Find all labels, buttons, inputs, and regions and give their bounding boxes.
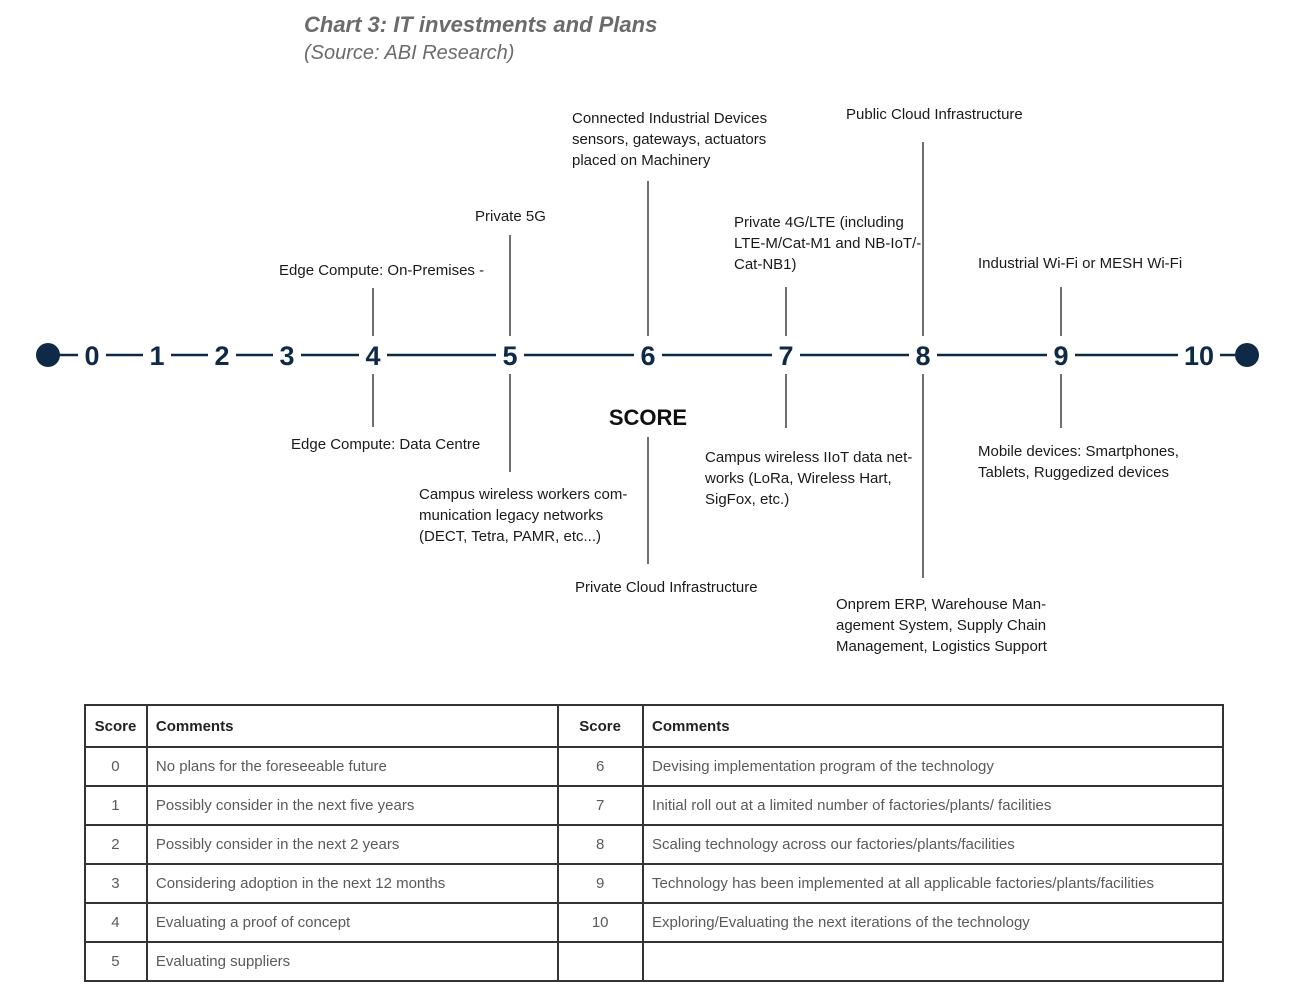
score-cell: 8: [557, 824, 645, 865]
table-row: 4 Evaluating a proof of concept 10 Explo…: [84, 902, 1224, 943]
annotation-label: Mobile devices: Smartphones, Tablets, Rug…: [978, 443, 1179, 481]
axis-label: SCORE: [609, 405, 687, 430]
annotation-label: Public Cloud Infrastructure: [846, 106, 1023, 123]
annotation-label: Edge Compute: Data Centre: [291, 436, 480, 453]
table-row: 5 Evaluating suppliers: [84, 941, 1224, 982]
score-legend-table: Score Comments Score Comments 0 No plans…: [84, 704, 1224, 982]
annotation-line: Edge Compute: On-Premises -: [279, 262, 484, 279]
score-cell: 1: [84, 785, 148, 826]
tick-label: 7: [778, 341, 793, 371]
annotation-label: Connected Industrial Devices sensors, gat…: [572, 110, 767, 169]
annotation-line: placed on Machinery: [572, 152, 711, 169]
axis-start-dot: [36, 343, 60, 367]
annotation-line: Management, Logistics Support: [836, 638, 1048, 655]
annotation-line: works (LoRa, Wireless Hart,: [704, 470, 892, 487]
annotation-line: Campus wireless IIoT data net-: [705, 449, 912, 466]
annotation-label: Industrial Wi-Fi or MESH Wi-Fi: [978, 255, 1182, 272]
score-cell: 5: [84, 941, 148, 982]
tick-label: 10: [1184, 341, 1214, 371]
chart-title: Chart 3: IT investments and Plans: [304, 12, 658, 37]
tick-label: 9: [1053, 341, 1068, 371]
table-row: 1 Possibly consider in the next five yea…: [84, 785, 1224, 826]
table-row: 2 Possibly consider in the next 2 years …: [84, 824, 1224, 865]
annotation-line: munication legacy networks: [419, 507, 603, 524]
header-score-right: Score: [557, 704, 645, 748]
chart-subtitle: (Source: ABI Research): [304, 42, 515, 64]
annotation-line: Industrial Wi-Fi or MESH Wi-Fi: [978, 255, 1182, 272]
annotation-line: Private Cloud Infrastructure: [575, 579, 758, 596]
score-cell: 0: [84, 746, 148, 787]
table-row: 3 Considering adoption in the next 12 mo…: [84, 863, 1224, 904]
score-cell: 10: [557, 902, 645, 943]
comment-cell: Possibly consider in the next 2 years: [145, 824, 560, 865]
comment-cell: Considering adoption in the next 12 mont…: [145, 863, 560, 904]
comment-cell: Initial roll out at a limited number of …: [642, 785, 1224, 826]
tick-label: 2: [214, 341, 229, 371]
annotation-line: Edge Compute: Data Centre: [291, 436, 480, 453]
annotation-label: Campus wireless workers com-munication l…: [419, 486, 627, 545]
annotation-line: Tablets, Ruggedized devices: [978, 464, 1169, 481]
score-cell: [557, 941, 645, 982]
annotation-label: Edge Compute: On-Premises -: [279, 262, 484, 279]
annotation-line: Campus wireless workers com-: [419, 486, 627, 503]
score-cell: 4: [84, 902, 148, 943]
comment-cell: No plans for the foreseeable future: [145, 746, 560, 787]
score-cell: 2: [84, 824, 148, 865]
comment-cell: Scaling technology across our factories/…: [642, 824, 1224, 865]
annotation-line: Public Cloud Infrastructure: [846, 106, 1023, 123]
comment-cell: Possibly consider in the next five years: [145, 785, 560, 826]
tick-label: 3: [279, 341, 294, 371]
annotation-line: Onprem ERP, Warehouse Man-: [836, 596, 1046, 613]
comment-cell: Evaluating a proof of concept: [145, 902, 560, 943]
annotation-line: agement System, Supply Chain: [836, 617, 1046, 634]
annotation-line: LTE-M/Cat-M1 and NB-IoT/-: [734, 235, 921, 252]
score-timeline-chart: 0 1 2 3 4 5 6 7 8 9 10 Edge Compute: On-Premises - E…: [36, 106, 1259, 655]
annotation-label: Private Cloud Infrastructure: [575, 579, 758, 596]
tick-label: 5: [502, 341, 517, 371]
annotation-line: SigFox, etc.): [705, 491, 789, 508]
annotation-line: sensors, gateways, actuators: [572, 131, 766, 148]
tick-label: 4: [365, 341, 380, 371]
annotation-line: Cat-NB1): [734, 256, 797, 273]
comment-cell: Exploring/Evaluating the next iterations…: [642, 902, 1224, 943]
header-comments-left: Comments: [145, 704, 560, 748]
annotation-line: (DECT, Tetra, PAMR, etc...): [419, 528, 601, 545]
score-cell: 9: [557, 863, 645, 904]
table-header-row: Score Comments Score Comments: [84, 704, 1224, 748]
score-cell: 7: [557, 785, 645, 826]
tick-label: 8: [915, 341, 930, 371]
annotation-line: Private 4G/LTE (including: [734, 214, 904, 231]
annotation-label: Private 5G: [475, 208, 546, 225]
comment-cell: Devising implementation program of the t…: [642, 746, 1224, 787]
score-cell: 6: [557, 746, 645, 787]
header-score-left: Score: [84, 704, 148, 748]
score-cell: 3: [84, 863, 148, 904]
comment-cell: Evaluating suppliers: [145, 941, 560, 982]
annotation-label: Campus wireless IIoT data net-works (LoR…: [704, 449, 912, 508]
annotation-line: Private 5G: [475, 208, 546, 225]
axis-end-dot: [1235, 343, 1259, 367]
table-row: 0 No plans for the foreseeable future 6 …: [84, 746, 1224, 787]
annotation-label: Onprem ERP, Warehouse Man-agement System…: [836, 596, 1048, 655]
tick-label: 6: [640, 341, 655, 371]
tick-label: 1: [149, 341, 164, 371]
header-comments-right: Comments: [642, 704, 1224, 748]
annotation-line: Mobile devices: Smartphones,: [978, 443, 1179, 460]
annotation-line: Connected Industrial Devices: [572, 110, 767, 127]
tick-label: 0: [84, 341, 99, 371]
comment-cell: Technology has been implemented at all a…: [642, 863, 1224, 904]
comment-cell: [642, 941, 1224, 982]
